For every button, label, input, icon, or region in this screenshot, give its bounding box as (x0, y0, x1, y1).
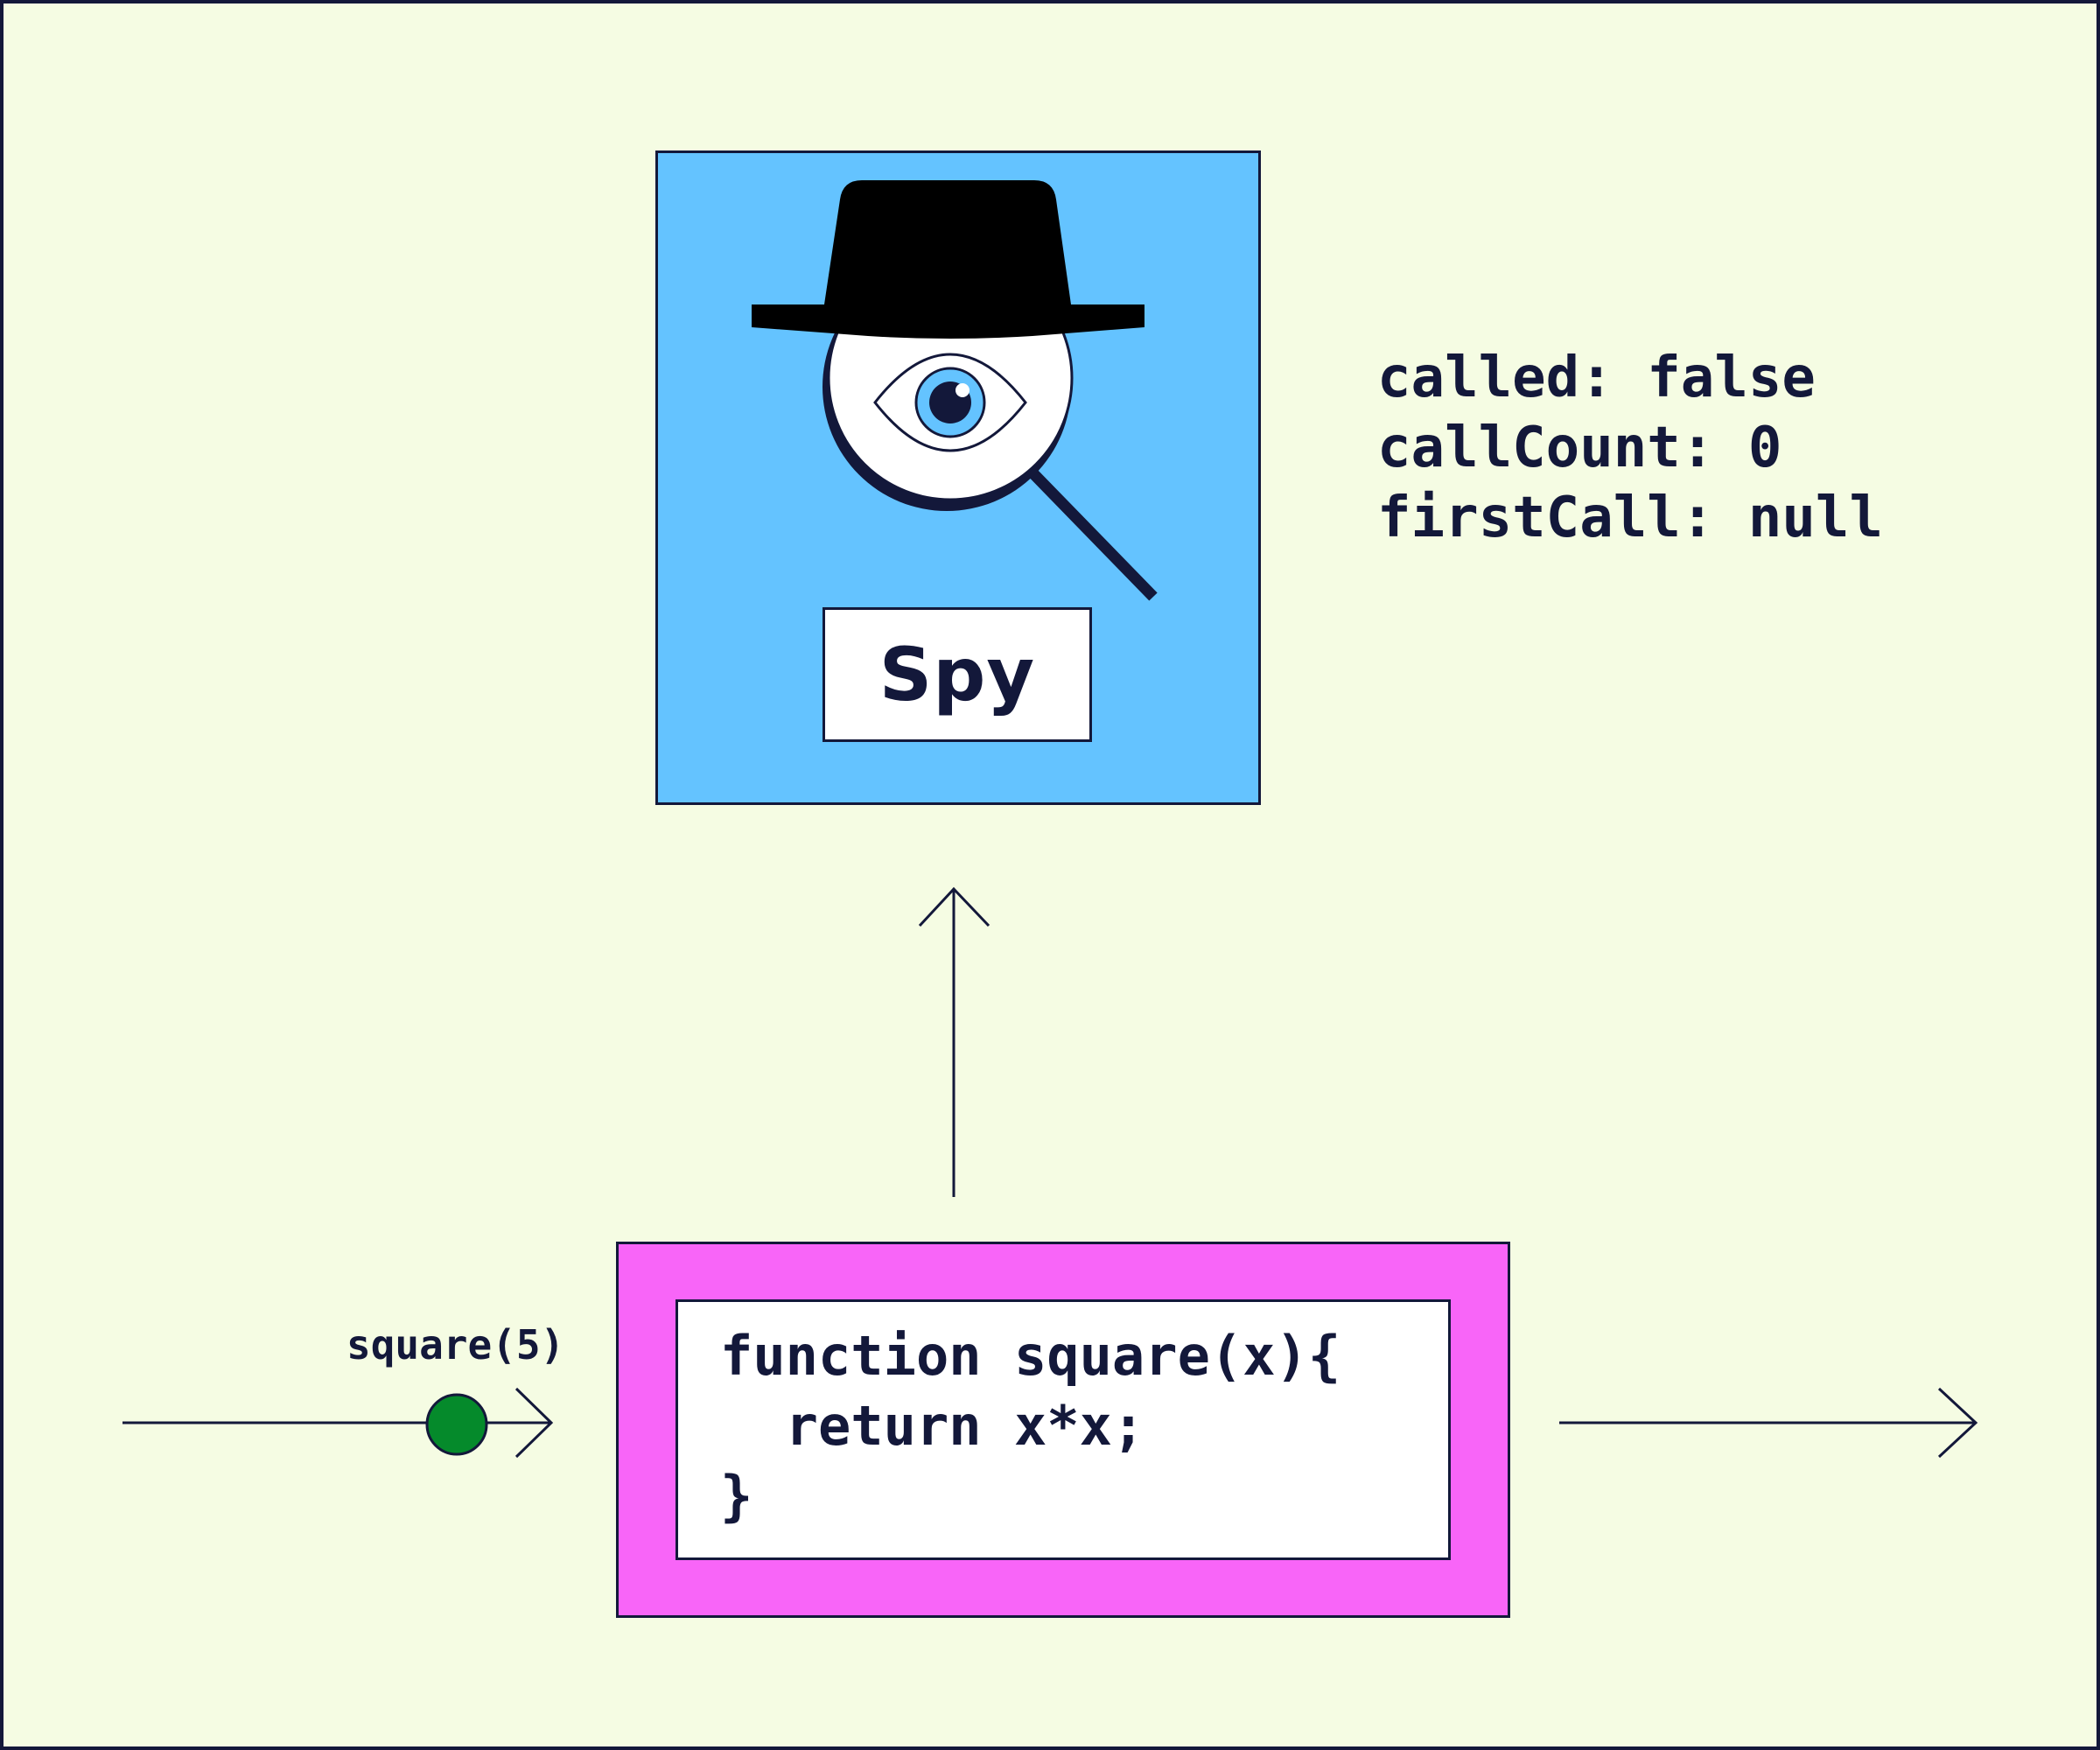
spy-label: Spy (822, 607, 1092, 742)
spy-property-called: called: false (1377, 346, 1816, 410)
eye-icon (873, 353, 1027, 452)
output-arrow (1559, 1387, 1978, 1459)
spy-properties: called: false callCount: 0 firstCall: nu… (1377, 343, 1883, 553)
spy-property-call-count: callCount: 0 (1377, 416, 1782, 480)
call-label: square(5) (346, 1321, 565, 1368)
code-line: } (720, 1464, 753, 1528)
code-line: function square(x){ (720, 1324, 1341, 1388)
function-code-box: function square(x){ return x*x; } (676, 1299, 1451, 1560)
detective-hat-icon (752, 180, 1144, 339)
spy-property-first-call: firstCall: null (1377, 486, 1883, 550)
call-token-dot (425, 1393, 488, 1456)
arrow-to-spy (918, 886, 990, 1197)
magnifying-glass-handle (1021, 461, 1158, 601)
code-line: return x*x; (720, 1394, 1145, 1458)
